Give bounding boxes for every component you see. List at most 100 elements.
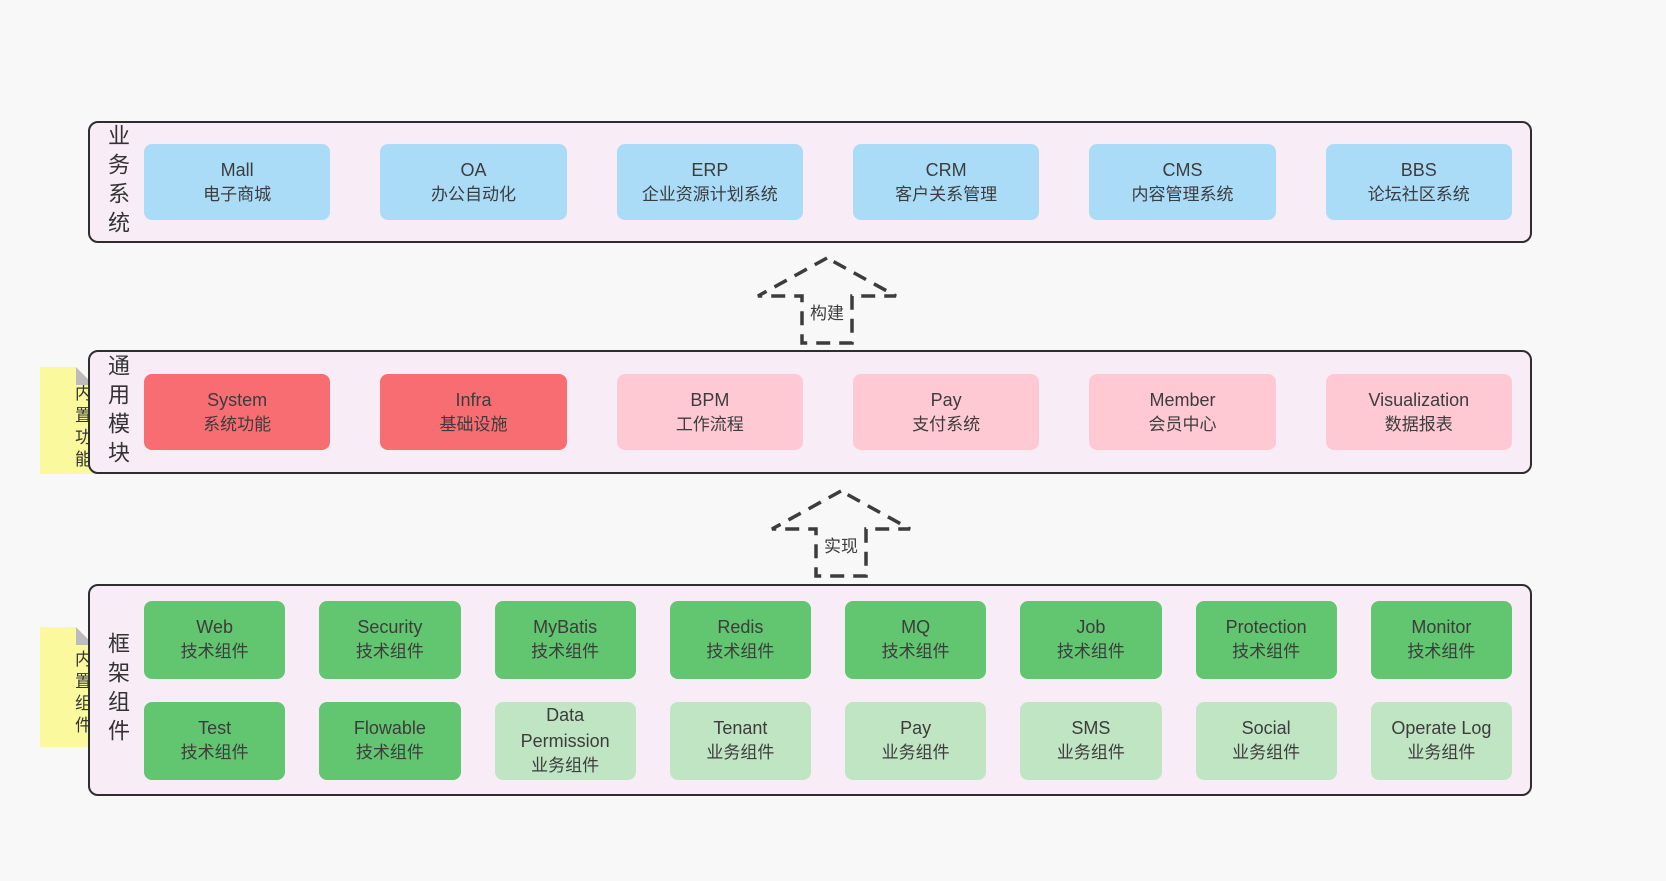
- sticky-note-built-in-components: 内置组件: [40, 627, 94, 747]
- module-desc: 技术组件: [355, 642, 424, 662]
- module-name: Web: [196, 617, 233, 638]
- module-box-test: Test 技术组件: [144, 701, 286, 780]
- module-desc: 技术组件: [180, 642, 249, 662]
- module-name: Mall: [220, 159, 254, 180]
- module-desc: 系统功能: [203, 414, 272, 434]
- module-name: SMS: [1071, 718, 1111, 739]
- module-box-pay: Pay 支付系统: [852, 374, 1040, 450]
- module-desc: 客户关系管理: [895, 184, 998, 204]
- module-box-bbs: BBS 论坛社区系统: [1325, 144, 1512, 220]
- module-box-social: Social 业务组件: [1195, 701, 1337, 780]
- module-box-bpm: BPM 工作流程: [616, 374, 803, 450]
- arrow-label: 构建: [807, 298, 847, 325]
- module-desc: 企业资源计划系统: [641, 184, 778, 204]
- module-desc: 技术组件: [1056, 642, 1125, 662]
- module-name: Monitor: [1411, 617, 1472, 638]
- module-name: Operate Log: [1391, 718, 1492, 739]
- module-box-cms: CMS 内容管理系统: [1089, 144, 1276, 220]
- module-desc: 基础设施: [439, 414, 508, 434]
- module-box-member: Member 会员中心: [1089, 374, 1276, 450]
- module-name: CMS: [1162, 159, 1203, 180]
- module-desc: 业务组件: [531, 756, 600, 776]
- module-desc: 技术组件: [706, 642, 775, 662]
- module-box-erp: ERP 企业资源计划系统: [616, 144, 803, 220]
- module-box-web: Web 技术组件: [144, 600, 286, 679]
- module-desc: 内容管理系统: [1131, 184, 1234, 204]
- module-box-job: Job 技术组件: [1020, 600, 1162, 679]
- module-name: Security: [357, 617, 423, 638]
- module-desc: 论坛社区系统: [1367, 184, 1470, 204]
- up-arrow-icon: [757, 256, 897, 345]
- module-name: OA: [460, 159, 487, 180]
- module-name: Visualization: [1368, 389, 1470, 410]
- module-desc: 技术组件: [881, 642, 950, 662]
- module-desc: 技术组件: [1407, 642, 1476, 662]
- module-box-monitor: Monitor 技术组件: [1370, 600, 1512, 679]
- module-desc: 技术组件: [1232, 642, 1301, 662]
- module-desc: 业务组件: [1407, 743, 1476, 763]
- module-name: Pay: [900, 718, 932, 739]
- module-name: System: [207, 389, 268, 410]
- panel-side-label: 业务系统: [105, 124, 130, 240]
- module-desc: 工作流程: [675, 414, 744, 434]
- module-desc: 业务组件: [1056, 743, 1125, 763]
- module-box-security: Security 技术组件: [319, 600, 461, 679]
- module-name: BBS: [1400, 159, 1437, 180]
- dashed-up-arrow-implement: 实现: [766, 487, 916, 579]
- module-box-oa: OA 办公自动化: [380, 144, 567, 220]
- module-desc: 业务组件: [706, 743, 775, 763]
- module-name: Pay: [930, 389, 962, 410]
- panel-rows: System 系统功能 Infra 基础设施 BPM 工作流程 Pay 支付系统 Member 会…: [144, 352, 1530, 472]
- module-row: System 系统功能 Infra 基础设施 BPM 工作流程 Pay 支付系统 Member 会…: [144, 374, 1512, 450]
- module-name: BPM: [690, 389, 730, 410]
- module-box-redis: Redis 技术组件: [669, 600, 811, 679]
- module-desc: 技术组件: [531, 642, 600, 662]
- module-name: Social: [1241, 718, 1291, 739]
- module-box-sms: SMS 业务组件: [1020, 701, 1162, 780]
- module-name: Job: [1076, 617, 1106, 638]
- module-box-mybatis: MyBatis 技术组件: [494, 600, 636, 679]
- module-desc: 技术组件: [180, 743, 249, 763]
- module-name: Member: [1149, 389, 1216, 410]
- module-desc: 支付系统: [912, 414, 981, 434]
- sticky-note-label: 内置组件: [72, 650, 91, 738]
- up-arrow-icon: [771, 489, 911, 578]
- module-name: Flowable: [353, 718, 426, 739]
- arrow-label: 实现: [821, 531, 861, 558]
- panel-common-modules: 通用模块 System 系统功能 Infra 基础设施 BPM 工作流程 Pay 支付系统 Me…: [88, 350, 1532, 474]
- module-box-visualization: Visualization 数据报表: [1325, 374, 1512, 450]
- module-name: MQ: [901, 617, 931, 638]
- module-name: Test: [198, 718, 232, 739]
- module-box-mq: MQ 技术组件: [845, 600, 987, 679]
- module-box-tenant: Tenant 业务组件: [669, 701, 811, 780]
- module-box-mall: Mall 电子商城: [144, 144, 331, 220]
- module-box-system: System 系统功能: [144, 374, 331, 450]
- module-name: Data Permission: [520, 705, 610, 752]
- module-desc: 会员中心: [1148, 414, 1217, 434]
- module-name: MyBatis: [533, 617, 598, 638]
- dashed-up-arrow-build: 构建: [752, 254, 902, 346]
- module-box-protection: Protection 技术组件: [1195, 600, 1337, 679]
- module-desc: 电子商城: [203, 184, 272, 204]
- module-name: ERP: [691, 159, 729, 180]
- module-desc: 数据报表: [1384, 414, 1453, 434]
- module-desc: 业务组件: [1232, 743, 1301, 763]
- panel-side-label: 通用模块: [105, 354, 130, 470]
- module-name: Redis: [717, 617, 764, 638]
- module-desc: 业务组件: [881, 743, 950, 763]
- module-name: Infra: [455, 389, 492, 410]
- module-box-pay: Pay 业务组件: [845, 701, 987, 780]
- module-name: Tenant: [713, 718, 768, 739]
- module-desc: 办公自动化: [430, 184, 516, 204]
- module-name: Protection: [1225, 617, 1307, 638]
